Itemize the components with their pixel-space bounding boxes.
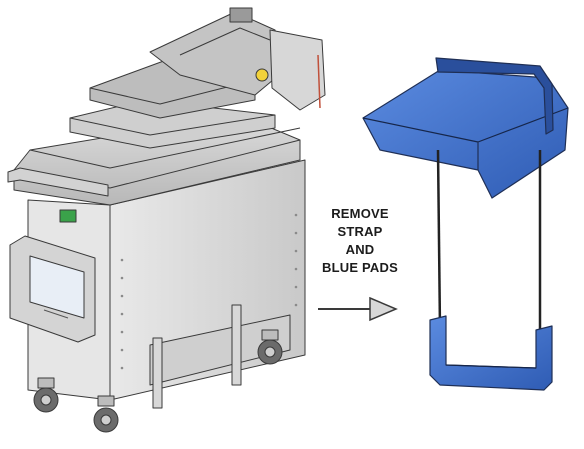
bottom-blue-pad (429, 315, 553, 391)
strap-and-blue-pads (362, 57, 569, 391)
linkage-knob (229, 7, 253, 23)
support-post (231, 304, 242, 386)
support-post (152, 337, 163, 409)
caster-wheel (257, 329, 283, 365)
right-arrow-icon (318, 296, 398, 322)
front-handle-bar (7, 167, 109, 197)
power-indicator (59, 209, 77, 223)
heat-press-machine (7, 7, 326, 433)
instruction-line-4: BLUE PADS (322, 260, 398, 275)
lower-stand (149, 314, 291, 386)
caster-wheel (93, 395, 119, 433)
instruction-line-2: STRAP (337, 224, 383, 239)
rear-plate (269, 29, 326, 111)
panel-rivets (120, 213, 298, 370)
instruction-line-1: REMOVE (331, 206, 389, 221)
touchscreen (29, 255, 85, 319)
strap-left (436, 149, 442, 331)
top-blue-pad (362, 69, 569, 199)
caster-wheel (33, 377, 59, 413)
indicator-light (255, 68, 269, 82)
top-strap-loop (435, 57, 554, 135)
instruction-line-3: AND (345, 242, 375, 257)
